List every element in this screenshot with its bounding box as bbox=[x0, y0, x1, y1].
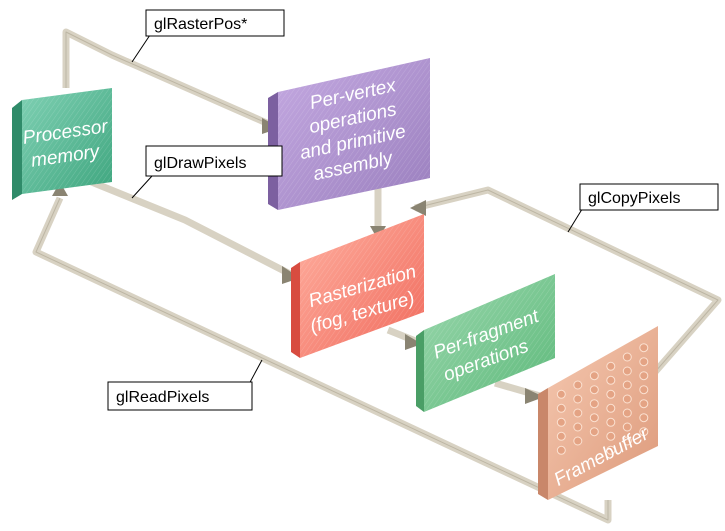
framebuffer-pixel-grid bbox=[556, 343, 649, 455]
framebuffer-pixel-dot bbox=[639, 343, 649, 353]
framebuffer-pixel-dot bbox=[606, 389, 616, 399]
framebuffer-pixel-dot bbox=[622, 366, 632, 376]
framebuffer-pixel-dot bbox=[622, 436, 632, 446]
framebuffer-pixel-dot bbox=[556, 445, 566, 455]
framebuffer-pixel-dot bbox=[573, 408, 583, 418]
gl-draw-pixels-callout: glDrawPixels bbox=[131, 145, 283, 199]
arrow-into-processor-memory bbox=[52, 182, 68, 196]
framebuffer-pixel-dot bbox=[589, 399, 599, 409]
gl-read-pixels-label: glReadPixels bbox=[116, 389, 209, 406]
framebuffer-pixel-dot bbox=[573, 380, 583, 390]
framebuffer-pixel-dot bbox=[573, 422, 583, 432]
framebuffer-pixel-dot bbox=[589, 385, 599, 395]
framebuffer-pixel-dot bbox=[639, 357, 649, 367]
gl-raster-pos-callout: glRasterPos* bbox=[131, 9, 285, 63]
framebuffer-pixel-dot bbox=[606, 361, 616, 371]
gl-copy-pixels-callout: glCopyPixels bbox=[567, 183, 719, 233]
processor-memory-box: Processor memory bbox=[12, 88, 112, 200]
framebuffer-pixel-dot bbox=[606, 375, 616, 385]
framebuffer-pixel-dot bbox=[573, 436, 583, 446]
framebuffer-pixel-dot bbox=[556, 389, 566, 399]
arrow-into-per-fragment bbox=[405, 334, 422, 350]
framebuffer-pixel-dot bbox=[589, 427, 599, 437]
framebuffer-pixel-dot bbox=[639, 413, 649, 423]
framebuffer-pixel-dot bbox=[606, 431, 616, 441]
framebuffer-pixel-dot bbox=[639, 427, 649, 437]
framebuffer-pixel-dot bbox=[639, 385, 649, 395]
framebuffer-pixel-dot bbox=[606, 403, 616, 413]
framebuffer-pixel-dot bbox=[622, 408, 632, 418]
framebuffer-pixel-dot bbox=[622, 422, 632, 432]
framebuffer-pixel-dot bbox=[556, 431, 566, 441]
gl-draw-pixels-label: glDrawPixels bbox=[154, 155, 246, 172]
framebuffer-pixel-dot bbox=[589, 413, 599, 423]
framebuffer-box: Framebuffer bbox=[538, 326, 658, 500]
framebuffer-pixel-dot bbox=[589, 371, 599, 381]
framebuffer-pixel-dot bbox=[622, 352, 632, 362]
framebuffer-pixel-dot bbox=[556, 403, 566, 413]
gl-copy-pixels-label: glCopyPixels bbox=[588, 190, 680, 207]
framebuffer-pixel-dot bbox=[556, 417, 566, 427]
framebuffer-pixel-dot bbox=[639, 371, 649, 381]
draw-pixels-pipe bbox=[60, 166, 298, 281]
framebuffer-pixel-dot bbox=[622, 394, 632, 404]
arrow-into-rasterization-from-copy bbox=[410, 200, 426, 216]
framebuffer-pixel-dot bbox=[639, 399, 649, 409]
framebuffer-pixel-dot bbox=[606, 445, 616, 455]
gl-read-pixels-callout: glReadPixels bbox=[107, 359, 263, 411]
gl-raster-pos-label: glRasterPos* bbox=[154, 16, 247, 33]
framebuffer-pixel-dot bbox=[573, 394, 583, 404]
arrow-into-framebuffer bbox=[525, 388, 544, 404]
rasterization-box: Rasterization (fog, texture) bbox=[291, 214, 424, 358]
framebuffer-pixel-dot bbox=[622, 380, 632, 390]
framebuffer-pixel-dot bbox=[606, 417, 616, 427]
per-vertex-box: Per-vertex operations and primitive asse… bbox=[268, 58, 430, 210]
